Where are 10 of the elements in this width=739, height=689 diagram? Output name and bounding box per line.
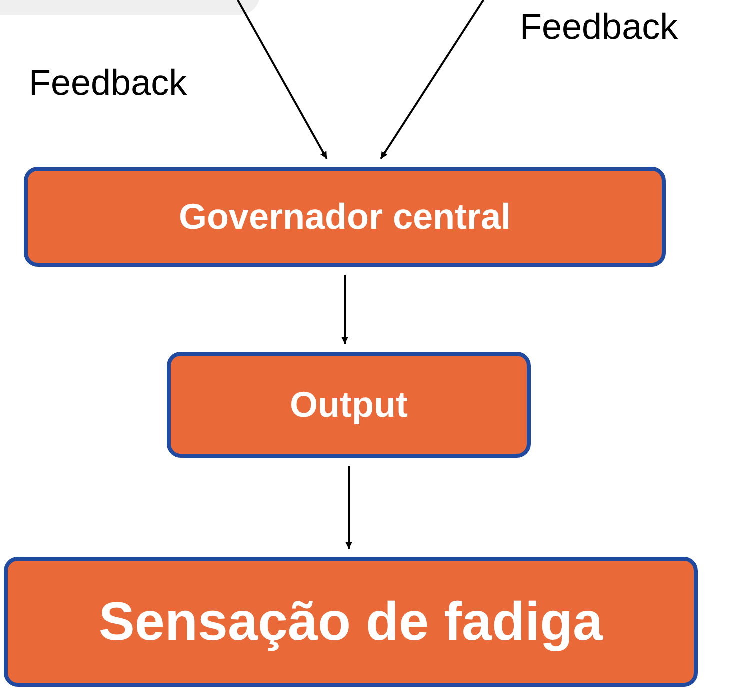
box-text: Output: [290, 384, 408, 426]
box-text: Sensação de fadiga: [98, 591, 604, 653]
arrow: [342, 275, 348, 344]
process-box: [4, 557, 698, 687]
arrow: [346, 466, 352, 549]
box-text: Governador central: [178, 196, 512, 238]
arrow: [380, 0, 488, 160]
arrow: [234, 0, 328, 160]
process-box: [167, 352, 531, 458]
process-box: [24, 167, 666, 267]
